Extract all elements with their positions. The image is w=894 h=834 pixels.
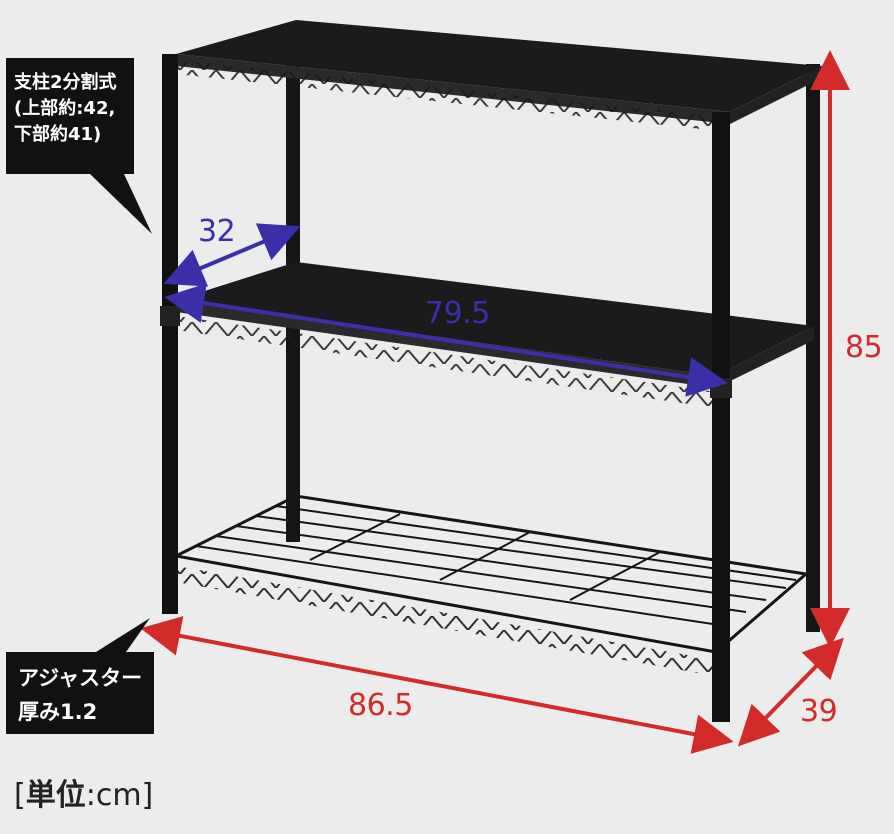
post-split-callout: 支柱2分割式 (上部約:42, 下部約41) [6, 58, 134, 174]
depth-label: 39 [800, 694, 838, 729]
adjuster-callout: アジャスター 厚み1.2 [6, 652, 154, 734]
bottom-wire-shelf [171, 494, 810, 676]
blue-dimension-lines [163, 223, 728, 397]
adjuster-line-1: アジャスター [18, 666, 143, 690]
height-label: 85 [845, 330, 883, 365]
unit-word: 単位 [25, 778, 86, 813]
unit-open-bracket: [ [14, 778, 26, 813]
unit-value: cm [95, 778, 142, 813]
post-split-line-2: (上部約:42, [14, 98, 116, 120]
red-dimension-lines [140, 49, 850, 754]
adjuster-line-2: 厚み1.2 [18, 699, 98, 724]
unit-separator: : [85, 778, 96, 813]
top-shelf [176, 20, 822, 132]
callout-pointers [90, 174, 152, 652]
unit-close-bracket: ] [141, 778, 154, 813]
inner-width-label: 79.5 [425, 296, 490, 331]
unit-label: [単位:cm] [14, 770, 153, 814]
post-split-line-3: 下部約41) [14, 124, 102, 146]
inner-depth-label: 32 [198, 214, 236, 249]
post-split-line-1: 支柱2分割式 [14, 72, 117, 93]
width-label: 86.5 [348, 688, 413, 723]
